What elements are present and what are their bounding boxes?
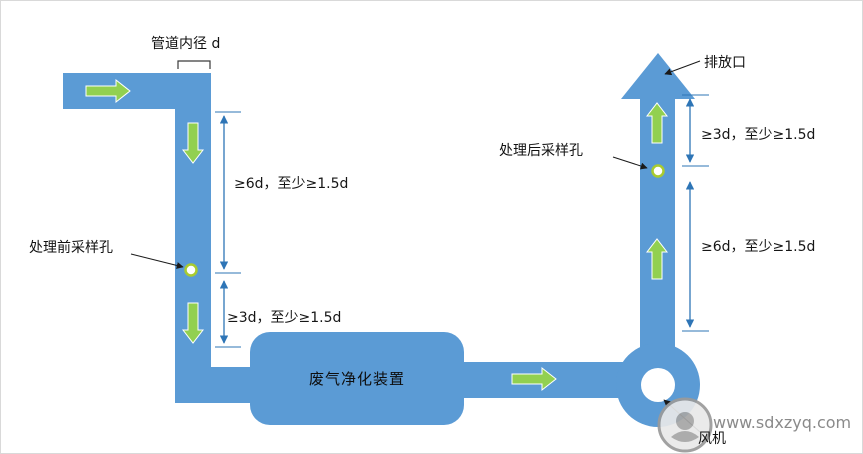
sample-port-pre — [184, 263, 198, 277]
leader-pre-sample — [130, 253, 184, 269]
fan-label: 风机 — [698, 431, 726, 447]
flow-arrow-right-bottom — [511, 366, 557, 392]
purifier-body — [250, 332, 464, 425]
flow-arrow-down-1 — [181, 122, 205, 164]
post-sample-label: 处理后采样孔 — [499, 143, 583, 159]
watermark-logo — [657, 397, 713, 453]
flow-arrow-right-top — [85, 78, 131, 104]
watermark-text: www.sdxzyq.com — [713, 413, 852, 432]
sample-port-post — [651, 164, 665, 178]
leader-outlet — [664, 60, 701, 76]
outlet-label: 排放口 — [704, 55, 746, 71]
dim-label-left-upper: ≥6d，至少≥1.5d — [234, 176, 349, 192]
discharge-arrow — [621, 53, 695, 99]
leader-post-sample — [612, 156, 648, 170]
pre-sample-label: 处理前采样孔 — [29, 240, 113, 256]
fan-hub — [641, 368, 675, 402]
device-label: 废气净化装置 — [308, 370, 405, 388]
dim-label-right-lower: ≥6d，至少≥1.5d — [701, 239, 816, 255]
dim-label-left-lower: ≥3d，至少≥1.5d — [227, 310, 342, 326]
pipe-diameter-bracket — [177, 60, 211, 69]
flow-arrow-up-1 — [645, 102, 669, 144]
flow-arrow-up-2 — [645, 238, 669, 280]
dim-label-right-upper: ≥3d，至少≥1.5d — [701, 127, 816, 143]
pipe-diameter-label: 管道内径 d — [151, 36, 221, 52]
flow-arrow-down-2 — [181, 302, 205, 344]
